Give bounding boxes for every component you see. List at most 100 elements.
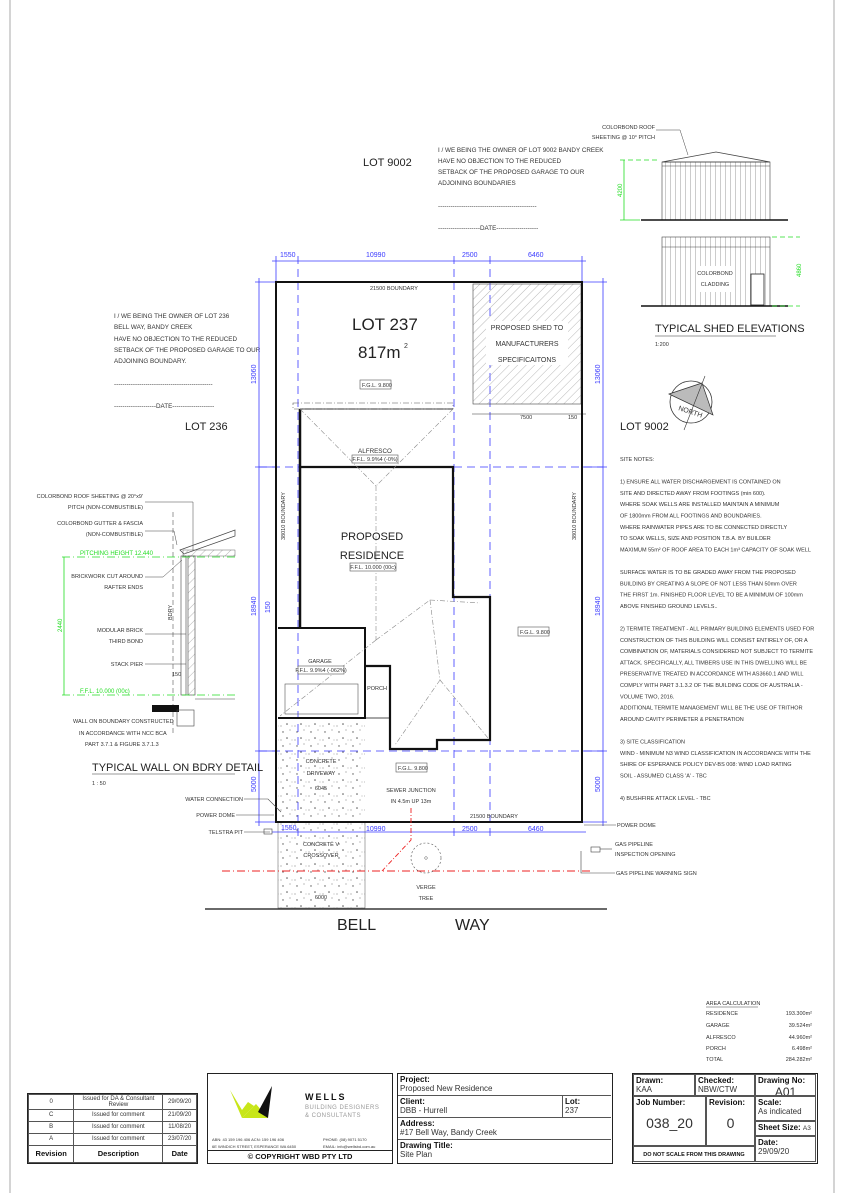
driveway-label: CONCRETE xyxy=(306,759,337,765)
revision-code: C xyxy=(27,1108,75,1122)
crossover-label: CROSSOVER xyxy=(303,853,338,859)
gas-warning-sign-label: GAS PIPELINE WARNING SIGN xyxy=(616,871,697,877)
signature-line: ----------------------------------------… xyxy=(438,203,537,210)
cladding-label: COLORBOND xyxy=(697,271,732,277)
revision-date: 23/07/20 xyxy=(162,1132,197,1146)
project-block: Project: Proposed New Residence Client: … xyxy=(397,1073,613,1164)
site-note-line: ABOVE FINISHED GROUND LEVELS.. xyxy=(620,604,718,610)
site-note-line: 4) BUSHFIRE ATTACK LEVEL - TBC xyxy=(620,796,711,802)
area-calc-title: AREA CALCULATION xyxy=(706,1001,760,1007)
garage-label: GARAGE xyxy=(308,659,332,665)
do-not-scale-warning: DO NOT SCALE FROM THIS DRAWING xyxy=(633,1146,755,1162)
concrete-crossover xyxy=(277,821,366,909)
scale-value: As indicated xyxy=(758,1107,802,1116)
boundary-note: WALL ON BOUNDARY CONSTRUCTED xyxy=(73,719,174,725)
crossover-label: CONCRETE V xyxy=(303,842,339,848)
revision-date: 11/08/20 xyxy=(162,1120,197,1134)
address-cell: Address: #17 Bell Way, Bandy Creek xyxy=(398,1118,611,1140)
area-label: PORCH xyxy=(706,1046,726,1052)
site-notes: SITE NOTES:1) ENSURE ALL WATER DISCHARGE… xyxy=(620,457,814,802)
header-description: Description xyxy=(73,1144,164,1164)
site-note-line: 2) TERMITE TREATMENT - ALL PRIMARY BUILD… xyxy=(620,627,814,633)
boundary-label-top: 21500 BOUNDARY xyxy=(370,286,418,292)
crossover-width: 6000 xyxy=(315,895,327,901)
area-label: GARAGE xyxy=(706,1023,730,1029)
client-label: Client: xyxy=(400,1097,425,1106)
driveway-width: 6045 xyxy=(315,786,327,792)
building-outline xyxy=(278,402,492,751)
shed-label: SPECIFICAITONS xyxy=(498,357,557,364)
lot-area-superscript: 2 xyxy=(404,343,408,350)
telstra-pit-label: TELSTRA PIT xyxy=(208,830,243,836)
dim-bottom: 1550 xyxy=(281,825,297,832)
signature-line: ----------------------------------------… xyxy=(114,381,213,388)
address-value: #17 Bell Way, Bandy Creek xyxy=(400,1128,497,1137)
area-value: 39.524m² xyxy=(789,1023,812,1029)
detail-height: 2440 xyxy=(58,618,64,632)
date-line: --------------------DATE----------------… xyxy=(438,225,538,232)
drawn-label: Drawn: xyxy=(636,1076,664,1085)
sewer-label: SEWER JUNCTION xyxy=(386,788,436,794)
dim-right: 13060 xyxy=(595,364,602,384)
gas-inspection-label: GAS PIPELINE xyxy=(615,842,653,848)
sheet-size-cell: Sheet Size: A3 xyxy=(755,1121,816,1136)
site-note-line: SITE AND DIRECTED AWAY FROM FOOTINGS (mi… xyxy=(620,491,766,497)
area-value: 284.282m² xyxy=(786,1057,812,1063)
area-label: TOTAL xyxy=(706,1057,723,1063)
sewer-label: IN 4.5m UP 13m xyxy=(391,799,432,805)
dim-right: 18940 xyxy=(595,596,602,616)
detail-note: THIRD BOND xyxy=(109,639,143,645)
consent-line: BELL WAY, BANDY CREEK xyxy=(114,324,193,331)
site-note-line: OF 1800mm FROM ALL FOOTINGS AND BOUNDARI… xyxy=(620,514,762,520)
detail-note: MODULAR BRICK xyxy=(97,628,143,634)
revision-cell: Revision: 0 xyxy=(706,1096,755,1146)
company-phone: PHONE: (08) 9071 5170 xyxy=(323,1137,367,1142)
dim-bottom: 6460 xyxy=(528,826,544,833)
shed-label: MANUFACTURERS xyxy=(495,341,558,348)
street-name: WAY xyxy=(455,917,490,934)
date-label: Date: xyxy=(758,1138,779,1147)
porch-label: PORCH xyxy=(367,686,387,692)
lot-value: 237 xyxy=(565,1106,579,1115)
lot-area: 817m xyxy=(358,343,401,362)
dimension-labels: 1550 10990 2500 6460 1550 10990 2500 646… xyxy=(251,252,602,833)
sewer-line xyxy=(381,808,412,872)
revision-code: A xyxy=(27,1132,75,1146)
callout-leaders xyxy=(236,798,616,874)
revision-description: Issued for comment xyxy=(73,1132,164,1146)
drawn-cell: Drawn: KAA xyxy=(633,1074,695,1096)
site-note-line: SHIRE OF ESPERANCE POLICY DEV-BS 008: WI… xyxy=(620,762,792,768)
client-value: DBB - Hurrell xyxy=(400,1106,448,1115)
lot-label-west: LOT 236 xyxy=(185,421,228,433)
shed-height: 4200 xyxy=(618,183,624,197)
date-line: --------------------DATE----------------… xyxy=(114,403,214,410)
dim-150: 150 xyxy=(265,601,272,613)
consent-line: ADJOINING BOUNDARIES xyxy=(438,180,516,187)
fgl-right: F.G.L. 9.800 xyxy=(520,630,550,636)
detail-note: (NON-COMBUSTIBLE) xyxy=(86,532,143,538)
consent-line: HAVE NO OBJECTION TO THE REDUCED xyxy=(114,336,237,343)
wall-detail-title: TYPICAL WALL ON BDRY DETAIL xyxy=(92,762,263,774)
site-note-line: TO SOAK WELLS, SIZE AND POSITION T.B.A. … xyxy=(620,536,771,542)
verge-tree-icon xyxy=(410,842,442,874)
lot-label-north: LOT 9002 xyxy=(363,157,412,169)
job-cell: Job Number: 038_20 xyxy=(633,1096,706,1146)
consent-note-lot-236: I / WE BEING THE OWNER OF LOT 236 BELL W… xyxy=(114,313,261,410)
detail-ffl: F.F.L. 10.000 (00c) xyxy=(80,689,130,695)
driveway-label: DRIVEWAY xyxy=(307,771,336,777)
dim-top: 1550 xyxy=(280,252,296,259)
fgl-box xyxy=(359,379,392,390)
shed-elevations-scale: 1:200 xyxy=(655,342,669,348)
shed-label: PROPOSED SHED TO xyxy=(491,325,564,332)
north-arrow-icon xyxy=(668,375,714,431)
site-note-line: MAXIMUM 55m² OF ROOF AREA TO EACH 1m³ CA… xyxy=(620,547,811,553)
lot-label: Lot: xyxy=(565,1097,581,1106)
site-note-line: AROUND CAVITY PERIMETER & PENETRATION xyxy=(620,717,744,723)
consent-line: SETBACK OF THE PROPOSED GARAGE TO OUR xyxy=(438,169,585,176)
area-value: 193.300m² xyxy=(786,1011,812,1017)
revision-description: Issued for DA & Consultant Review xyxy=(73,1094,164,1110)
detail-note: COLORBOND GUTTER & FASCIA xyxy=(57,521,143,527)
shed-height: 4860 xyxy=(797,263,803,277)
